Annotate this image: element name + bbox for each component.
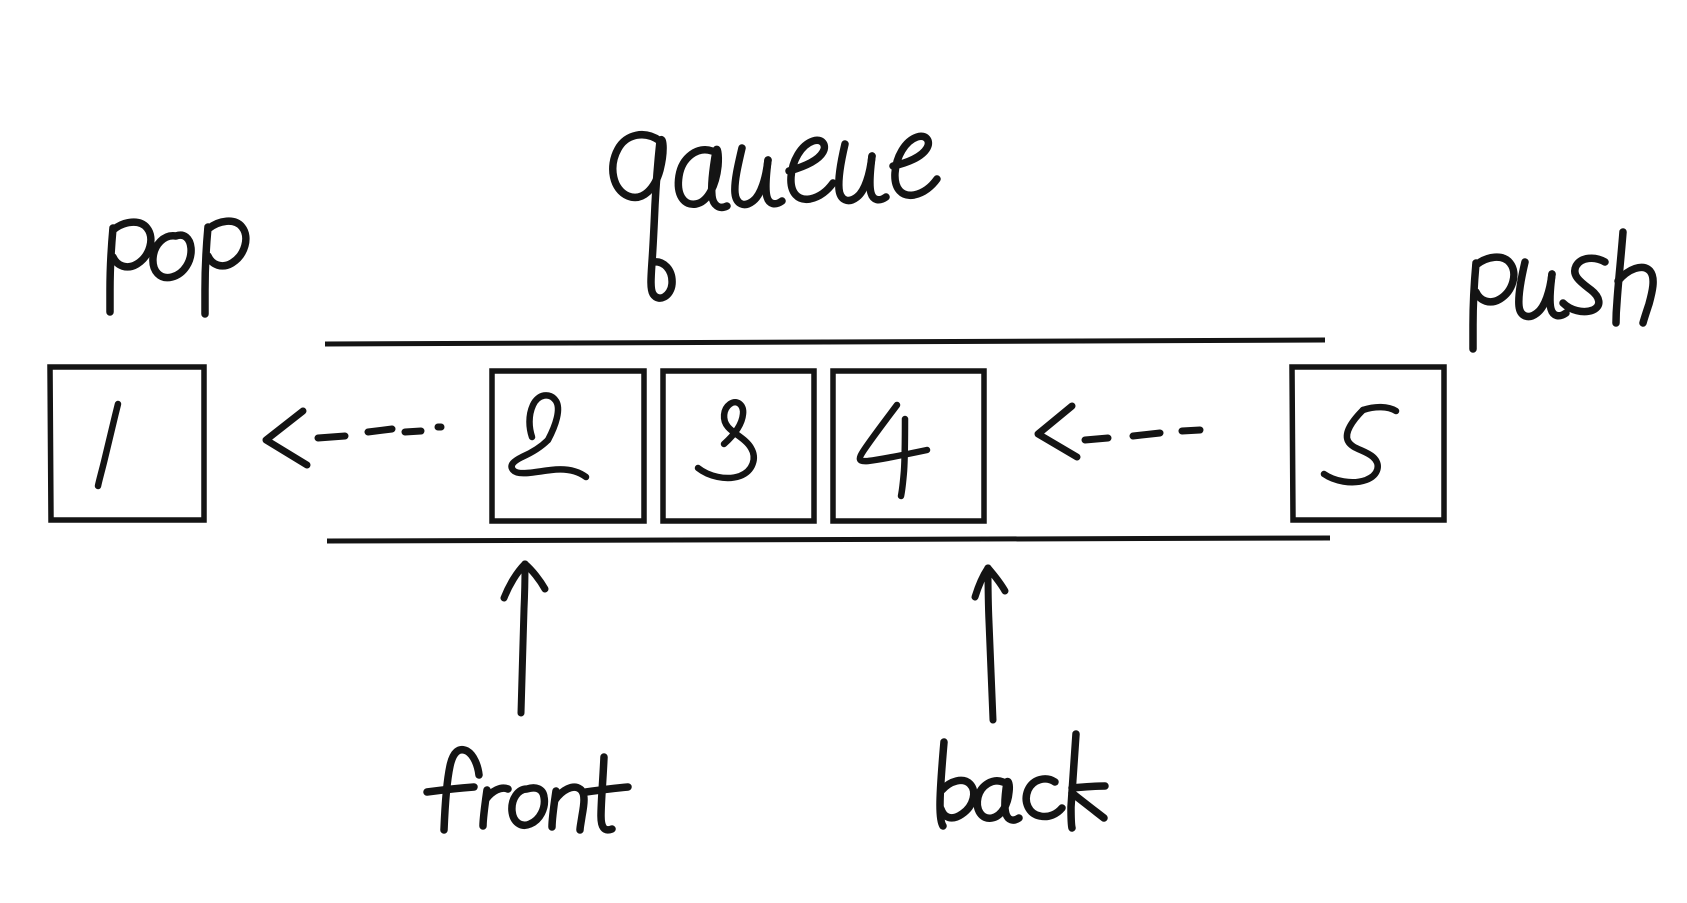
queue-cell-3-border bbox=[660, 368, 817, 524]
queue-cell-1[interactable] bbox=[47, 364, 207, 523]
queue-cell-3-value-glyph bbox=[694, 398, 757, 482]
pop-label-handwriting bbox=[106, 217, 250, 318]
pop-arrow bbox=[262, 407, 445, 469]
back-label-handwriting bbox=[936, 730, 1109, 832]
queue-bottom-rail bbox=[326, 535, 1331, 544]
queue-cell-5[interactable] bbox=[1289, 364, 1447, 523]
queue-cell-1-border bbox=[47, 364, 207, 523]
queue-cell-4-border bbox=[830, 368, 987, 524]
push-label-handwriting bbox=[1469, 228, 1657, 353]
queue-title-handwriting bbox=[609, 131, 941, 302]
queue-cell-2-value-glyph bbox=[526, 392, 562, 444]
front-label-handwriting bbox=[423, 745, 632, 834]
queue-cell-2[interactable] bbox=[489, 368, 647, 524]
push-arrow bbox=[1034, 402, 1204, 461]
queue-cell-4[interactable] bbox=[830, 368, 987, 524]
front-pointer-arrow bbox=[500, 560, 549, 717]
queue-top-rail bbox=[324, 337, 1326, 347]
queue-cell-5-border bbox=[1289, 364, 1447, 523]
queue-cell-3[interactable] bbox=[660, 368, 817, 524]
queue-cell-4-value-glyph bbox=[856, 401, 931, 465]
queue-cell-5-value-glyph bbox=[1320, 406, 1381, 486]
queue-cell-1-value-glyph bbox=[94, 400, 122, 490]
queue-cell-2-border bbox=[489, 368, 647, 524]
back-pointer-arrow bbox=[971, 564, 1009, 724]
